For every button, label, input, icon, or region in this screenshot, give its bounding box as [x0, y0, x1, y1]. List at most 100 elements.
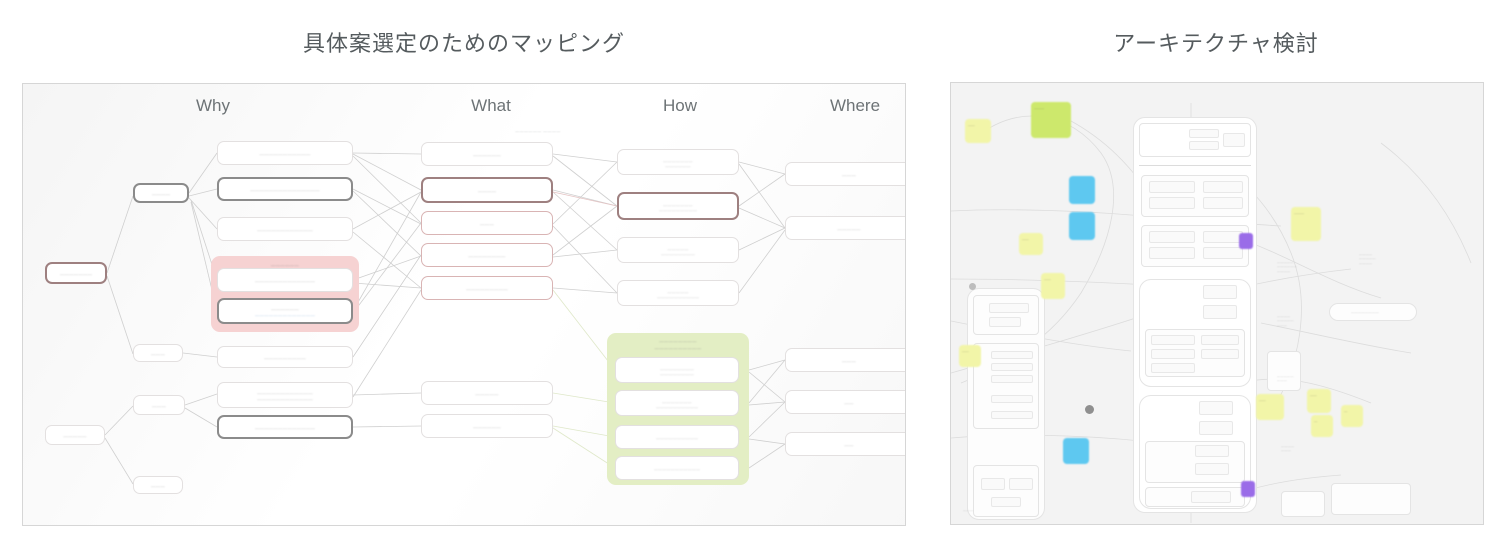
node-text: ＿＿＿	[152, 402, 166, 407]
arch-row	[1151, 363, 1195, 373]
how-node[interactable]: ＿＿＿＿＿＿＿ ＿＿＿＿＿＿＿＿＿	[617, 192, 739, 220]
node-text: ＿＿＿＿＿＿＿＿＿＿	[655, 434, 699, 440]
node-text: ＿＿＿＿＿＿＿	[662, 397, 692, 403]
annotation-block: ＿＿＿＿ ＿＿＿＿＿ ＿＿＿＿	[1359, 251, 1376, 264]
node-text: ＿＿＿＿＿	[667, 244, 689, 250]
sticky-note[interactable]: ＿＿＿	[1291, 207, 1321, 241]
node-text: ＿＿＿＿＿＿＿＿＿＿＿＿	[257, 226, 313, 231]
arch-right-box-3[interactable]	[1331, 483, 1411, 515]
how-node[interactable]: ＿＿＿＿＿＿＿＿ ＿＿＿＿＿＿＿＿	[615, 357, 739, 383]
node-text: ＿＿＿＿＿＿＿	[663, 200, 693, 206]
what-node[interactable]: ＿＿＿＿＿＿＿＿＿	[421, 276, 553, 300]
root-node[interactable]: ＿＿＿	[133, 395, 185, 415]
arch-row	[1195, 463, 1229, 475]
root-node[interactable]: ＿＿＿	[133, 344, 183, 362]
what-node[interactable]: ＿＿＿	[421, 211, 553, 235]
sticky-note[interactable]: ＿＿	[1256, 394, 1284, 420]
arch-row	[1189, 129, 1219, 138]
what-node[interactable]: ＿＿＿＿	[421, 177, 553, 203]
arch-row	[1149, 197, 1195, 209]
annotation-line: ＿＿＿＿	[1277, 267, 1291, 272]
column-header-what: What	[471, 96, 511, 115]
sticky-note[interactable]: ＿＿＿	[1031, 102, 1071, 138]
what-node[interactable]: ＿＿＿＿＿	[421, 381, 553, 405]
node-text: ＿＿＿＿＿＿＿＿	[468, 252, 506, 257]
node-text: ＿＿＿＿＿＿＿＿	[660, 364, 694, 370]
where-node[interactable]: ＿＿＿	[785, 348, 905, 372]
why-node[interactable]: ＿＿＿＿＿＿＿＿＿	[217, 346, 353, 368]
how-node[interactable]: ＿＿＿＿＿＿＿ ＿＿＿＿＿＿＿＿＿＿	[615, 390, 739, 416]
node-text: ＿＿＿＿	[477, 187, 497, 192]
where-node[interactable]: ＿＿	[785, 432, 905, 456]
arch-right-box-4[interactable]	[1281, 491, 1325, 517]
arch-right-box-2[interactable]	[1329, 303, 1417, 321]
node-text: ＿＿＿＿＿＿＿＿＿＿＿	[653, 465, 701, 471]
why-node[interactable]: ＿＿＿＿＿＿＿＿＿＿＿＿＿	[217, 268, 353, 292]
sticky-text: ＿＿	[968, 122, 975, 126]
sticky-note[interactable]: ＿＿	[1019, 233, 1043, 255]
what-node[interactable]: ＿＿＿＿＿＿	[421, 414, 553, 438]
how-node[interactable]: ＿＿＿＿＿＿＿ ＿＿＿＿＿＿	[617, 149, 739, 175]
how-node[interactable]: ＿＿＿＿＿＿＿＿＿＿＿	[615, 456, 739, 480]
sticky-note[interactable]: ＿＿	[959, 345, 981, 367]
node-text: ＿＿＿＿＿	[63, 432, 87, 437]
where-node[interactable]: ＿＿	[785, 390, 905, 414]
person-icon	[1085, 405, 1094, 414]
what-node[interactable]: ＿＿＿＿＿＿＿＿	[421, 243, 553, 267]
node-text: ＿＿＿＿＿	[475, 390, 499, 395]
root-node[interactable]: ＿＿＿＿＿	[45, 425, 105, 445]
root-node[interactable]: ＿＿＿＿	[133, 183, 189, 203]
how-node[interactable]: ＿＿＿＿＿ ＿＿＿＿＿＿＿＿	[617, 237, 739, 263]
arch-left-section-3[interactable]	[973, 465, 1039, 517]
node-text: ＿＿＿＿＿＿	[473, 151, 501, 156]
why-node[interactable]: ＿＿＿＿＿＿＿＿＿＿＿＿＿	[217, 415, 353, 439]
arch-row	[1199, 401, 1233, 415]
sticky-note[interactable]: ＿	[1341, 405, 1363, 427]
arch-right-box-1[interactable]	[1267, 351, 1301, 391]
arch-row	[1201, 349, 1239, 359]
what-node[interactable]: ＿＿＿＿＿＿	[421, 142, 553, 166]
panel-caption: ＿＿＿	[963, 507, 974, 511]
arch-row	[1189, 141, 1219, 150]
sticky-note[interactable]	[1241, 481, 1255, 497]
root-node[interactable]: ＿＿＿	[133, 476, 183, 494]
node-text: ＿＿＿＿＿＿＿＿＿＿＿＿	[257, 389, 313, 394]
why-node[interactable]: ＿＿＿＿＿＿＿＿＿＿＿＿ ＿＿＿＿＿＿＿＿＿＿＿＿	[217, 382, 353, 408]
sticky-note[interactable]: ＿＿	[1041, 273, 1065, 299]
node-text: ＿＿＿＿＿＿＿＿＿＿＿＿＿＿＿	[250, 186, 320, 191]
sticky-note[interactable]: ＿＿	[965, 119, 991, 143]
sticky-note[interactable]	[1239, 233, 1253, 249]
arch-row	[1009, 478, 1033, 490]
annotation-line: ＿＿＿＿	[1277, 313, 1291, 317]
node-text: ＿＿＿＿＿＿	[271, 305, 299, 310]
node-text: ＿＿＿＿＿	[667, 287, 689, 293]
where-node[interactable]: ＿＿＿＿＿	[785, 216, 905, 240]
arch-left-section-1[interactable]	[973, 295, 1039, 335]
arch-row	[1203, 305, 1237, 319]
mapping-diagram-panel[interactable]: Why What How Where ＿＿＿＿＿＿ ＿＿＿＿ ＿＿＿＿＿＿ ＿＿…	[22, 83, 906, 526]
how-node[interactable]: ＿＿＿＿＿ ＿＿＿＿＿＿＿＿＿＿	[617, 280, 739, 306]
annotation-line: ＿＿＿＿＿	[1277, 317, 1294, 322]
architecture-diagram-panel[interactable]: ＿＿ ＿＿＿ ＿＿ ＿＿ ＿＿ ＿＿＿ ＿＿ ＿＿ ＿ ＿ ＿＿＿＿＿ ＿＿＿＿…	[950, 82, 1484, 525]
root-node[interactable]: ＿＿＿＿＿＿＿	[45, 262, 107, 284]
arch-row	[1223, 133, 1245, 147]
node-text: ＿＿	[844, 399, 854, 404]
arch-row	[991, 363, 1033, 371]
why-node[interactable]: ＿＿＿＿＿＿＿＿＿＿＿	[217, 141, 353, 165]
sticky-note[interactable]	[1063, 438, 1089, 464]
sticky-note[interactable]: ＿＿	[1307, 389, 1331, 413]
where-node[interactable]: ＿＿＿	[785, 162, 905, 186]
how-node[interactable]: ＿＿＿＿＿＿＿＿＿＿	[615, 425, 739, 449]
arch-row	[1203, 285, 1237, 299]
node-text: ＿＿＿	[151, 350, 165, 355]
sticky-note[interactable]	[1069, 176, 1095, 204]
sticky-note[interactable]: ＿	[1311, 415, 1333, 437]
arch-row	[1203, 247, 1243, 259]
why-node[interactable]: ＿＿＿＿＿＿ ＿＿＿＿＿＿＿＿＿＿＿＿＿	[217, 298, 353, 324]
arch-main-header[interactable]	[1139, 123, 1251, 157]
sticky-note[interactable]	[1069, 212, 1095, 240]
sticky-text: ＿＿＿	[1034, 105, 1045, 109]
why-node[interactable]: ＿＿＿＿＿＿＿＿＿＿＿＿	[217, 217, 353, 241]
why-node[interactable]: ＿＿＿＿＿＿＿＿＿＿＿＿＿＿＿	[217, 177, 353, 201]
arch-row	[989, 303, 1029, 313]
